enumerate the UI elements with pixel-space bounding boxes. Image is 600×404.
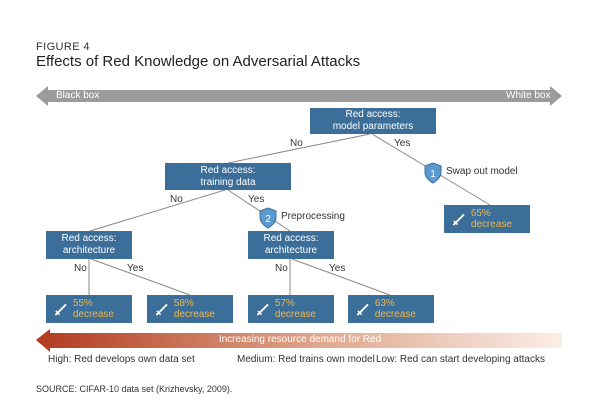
node-architecture-left: Red access: architecture	[46, 231, 132, 259]
node-line: training data	[200, 176, 256, 188]
shield-icon: 1	[424, 162, 442, 184]
node-training-data: Red access: training data	[165, 163, 291, 190]
level-high: High: Red develops own data set	[48, 354, 195, 365]
edge-label-yes: Yes	[127, 263, 144, 274]
result-value: 58% decrease	[173, 298, 215, 320]
black-white-box-arrow	[36, 86, 562, 106]
node-line: architecture	[264, 245, 318, 256]
edge-al-yes	[90, 258, 191, 296]
edge-label-no: No	[290, 138, 303, 149]
edge-label-yes: Yes	[329, 263, 346, 274]
edge-ar-yes	[291, 258, 391, 296]
result-swap-out-model: 65% decrease	[444, 205, 530, 233]
node-line: Red access:	[200, 164, 256, 176]
sword-icon	[256, 303, 269, 316]
shield-number: 2	[265, 214, 271, 225]
node-line: model parameters	[332, 121, 414, 132]
level-medium: Medium: Red trains own model	[237, 354, 375, 365]
source-note: SOURCE: CIFAR-10 data set (Krizhevsky, 2…	[36, 384, 233, 394]
edge-label-yes: Yes	[394, 138, 411, 149]
result-value: 63% decrease	[374, 298, 416, 320]
result-value: 65% decrease	[470, 208, 512, 230]
node-line: architecture	[62, 245, 116, 256]
level-low: Low: Red can start developing attacks	[376, 354, 545, 365]
edge-label-no: No	[275, 263, 288, 274]
shield-number: 1	[430, 169, 436, 180]
result-b: 58% decrease	[147, 295, 233, 323]
node-line: Red access:	[61, 233, 117, 244]
result-value: 55% decrease	[72, 298, 114, 320]
shield-label-preprocessing: Preprocessing	[281, 211, 345, 222]
result-c: 57% decrease	[248, 295, 334, 323]
figure-title: Effects of Red Knowledge on Adversarial …	[36, 53, 361, 70]
result-a: 55% decrease	[46, 295, 132, 323]
sword-icon	[452, 213, 465, 226]
edge-mid-no	[89, 189, 226, 232]
white-box-label: White box	[506, 90, 551, 101]
black-box-label: Black box	[56, 90, 100, 101]
sword-icon	[356, 303, 369, 316]
figure-label: FIGURE 4	[36, 41, 90, 53]
node-line: Red access:	[263, 233, 319, 244]
edge-label-no: No	[170, 194, 183, 205]
result-value: 57% decrease	[274, 298, 316, 320]
edge-root-no	[227, 133, 371, 164]
resource-demand-label: Increasing resource demand for Red	[218, 334, 382, 345]
node-line: Red access:	[345, 109, 401, 120]
edge-label-no: No	[74, 263, 87, 274]
edge-label-yes: Yes	[248, 194, 265, 205]
shield-label-swap: Swap out model	[446, 166, 518, 177]
sword-icon	[54, 303, 67, 316]
sword-icon	[155, 303, 168, 316]
edge-mid-yes	[227, 189, 291, 232]
node-architecture-right: Red access: architecture	[248, 231, 334, 259]
node-model-parameters: Red access: model parameters	[310, 108, 436, 134]
result-d: 63% decrease	[348, 295, 434, 323]
resource-demand-arrow	[36, 329, 562, 352]
shield-icon: 2	[259, 207, 277, 229]
